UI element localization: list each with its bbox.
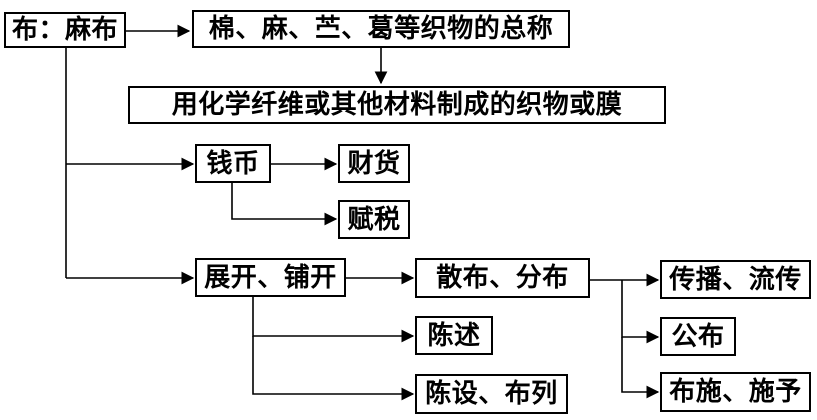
arrow-spread-to-arrange: [252, 336, 415, 401]
arrow-coin-to-tax: [231, 183, 338, 226]
arrow-spread-to-narrate: [252, 297, 415, 343]
meaning-coin: 钱币: [195, 144, 271, 183]
meaning-propagate: 传播、流传: [660, 260, 811, 299]
arrow-scatter-to-announce: [621, 280, 660, 344]
meaning-chemical-fabric: 用化学纤维或其他材料制成的织物或膜: [128, 86, 666, 124]
meaning-announce: 公布: [660, 317, 736, 356]
root-node: 布：麻布: [4, 12, 126, 48]
arrow-scatter-to-bestow: [621, 337, 660, 399]
meaning-arrange: 陈设、布列: [415, 374, 568, 414]
meaning-spread: 展开、铺开: [195, 258, 346, 297]
meaning-tax: 赋税: [338, 200, 410, 239]
meaning-goods: 财货: [338, 144, 410, 183]
meaning-narrate: 陈述: [415, 316, 493, 355]
meaning-general-term: 棉、麻、苎、葛等织物的总称: [192, 10, 570, 48]
meaning-scatter: 散布、分布: [415, 258, 590, 298]
meaning-bestow: 布施、施予: [660, 372, 811, 412]
